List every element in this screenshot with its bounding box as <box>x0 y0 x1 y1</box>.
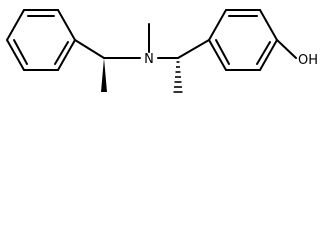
hashed-bond-methyl <box>173 61 183 93</box>
ring-bond <box>208 9 227 41</box>
ring-bond <box>259 9 278 41</box>
ring-bond <box>57 39 76 71</box>
ring-bond <box>208 39 227 71</box>
ring-bond <box>6 9 25 41</box>
ring-bond <box>57 9 76 41</box>
phenol-ring <box>208 9 278 71</box>
wedge-bond-methyl <box>101 58 107 92</box>
ring-double-bond <box>215 39 230 65</box>
chemical-structure: N OH <box>6 9 318 93</box>
ring-double-bond <box>54 41 69 65</box>
ring-double-bond <box>13 39 28 65</box>
nitrogen-atom-label: N <box>144 52 154 67</box>
hydroxyl-bond <box>276 39 297 59</box>
phenyl-ring <box>6 9 76 71</box>
ring-to-stereocenter-bond <box>74 39 105 59</box>
ring-bond <box>259 39 278 71</box>
stereocenter-to-ring-bond <box>177 39 210 59</box>
hydroxyl-label: OH <box>298 53 318 68</box>
ring-bond <box>6 39 25 71</box>
ring-double-bond <box>256 41 271 65</box>
